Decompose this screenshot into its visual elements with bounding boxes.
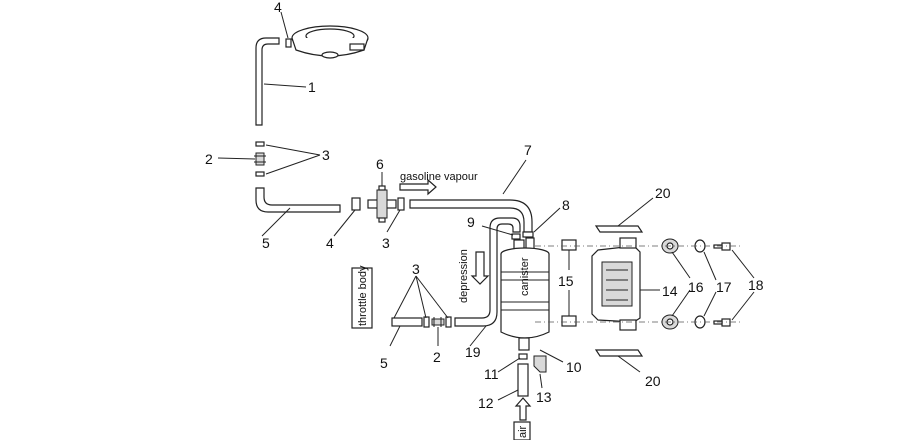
callout-17: 17 <box>716 279 732 295</box>
arrow-air <box>514 397 532 421</box>
clip-part-11 <box>518 353 528 360</box>
clip-part-3b <box>255 171 265 177</box>
plate-part-20-top <box>594 225 644 233</box>
callout-1: 1 <box>308 79 316 95</box>
callout-9: 9 <box>467 214 475 230</box>
clip-part-3a <box>255 141 265 147</box>
callout-11: 11 <box>484 366 499 382</box>
clip-part-3-lower-a <box>423 316 430 328</box>
label-throttle-body: throttle body <box>357 265 369 326</box>
hose-part-5-left <box>255 187 341 213</box>
arrow-gasoline-vapour <box>399 178 437 196</box>
tank-neck-part <box>291 25 369 59</box>
callout-2-lower: 2 <box>433 349 441 365</box>
clip-part-9 <box>511 233 521 240</box>
clip-part-15-top <box>561 239 577 251</box>
bolt-part-18-top <box>713 242 731 251</box>
hose-part-19 <box>454 217 521 327</box>
clip-part-4-top <box>285 38 292 48</box>
callout-20-bottom: 20 <box>645 373 661 389</box>
bolt-part-18-bottom <box>713 318 731 327</box>
clip-part-3-mid <box>397 197 405 211</box>
label-gasoline-vapour: gasoline vapour <box>400 171 478 183</box>
label-canister: canister <box>519 257 531 296</box>
air-box <box>513 421 531 440</box>
hose-part-12 <box>517 363 529 397</box>
callout-6: 6 <box>376 156 384 172</box>
arrow-depression <box>470 251 490 285</box>
callout-3-mid: 3 <box>382 235 390 251</box>
callout-8: 8 <box>562 197 570 213</box>
bracket-part-13 <box>533 355 547 373</box>
clip-part-8 <box>522 231 534 238</box>
plate-part-20-bottom <box>594 349 644 357</box>
callout-3-lower: 3 <box>412 261 420 277</box>
callout-15: 15 <box>558 273 574 289</box>
callout-12: 12 <box>478 395 494 411</box>
clip-part-15-bottom <box>561 315 577 327</box>
callout-5-left: 5 <box>262 235 270 251</box>
leader-lines <box>217 11 755 401</box>
callout-4-mid: 4 <box>326 235 334 251</box>
callout-13: 13 <box>536 389 552 405</box>
connector-part-2-lower <box>431 317 445 327</box>
callout-5-lower: 5 <box>380 355 388 371</box>
callout-14: 14 <box>662 283 678 299</box>
callout-10: 10 <box>566 359 582 375</box>
callout-3-top: 3 <box>322 147 330 163</box>
canister-part <box>500 237 550 351</box>
bracket-part-14 <box>591 237 641 331</box>
connector-part-2-top <box>254 152 266 166</box>
callout-7: 7 <box>524 142 532 158</box>
hose-part-5-lower <box>391 317 423 327</box>
callout-2-top: 2 <box>205 151 213 167</box>
callout-19: 19 <box>465 344 481 360</box>
callout-18: 18 <box>748 277 764 293</box>
callout-16: 16 <box>688 279 704 295</box>
callout-4-top: 4 <box>274 0 282 15</box>
label-air: air <box>517 425 529 438</box>
clip-part-4-mid <box>351 197 361 211</box>
valve-part-6 <box>367 185 397 223</box>
label-depression: depression <box>458 249 470 303</box>
hose-part-1 <box>255 37 280 126</box>
callout-20-top: 20 <box>655 185 671 201</box>
throttle-body-box <box>351 267 373 329</box>
clip-part-3-lower-b <box>445 316 452 328</box>
